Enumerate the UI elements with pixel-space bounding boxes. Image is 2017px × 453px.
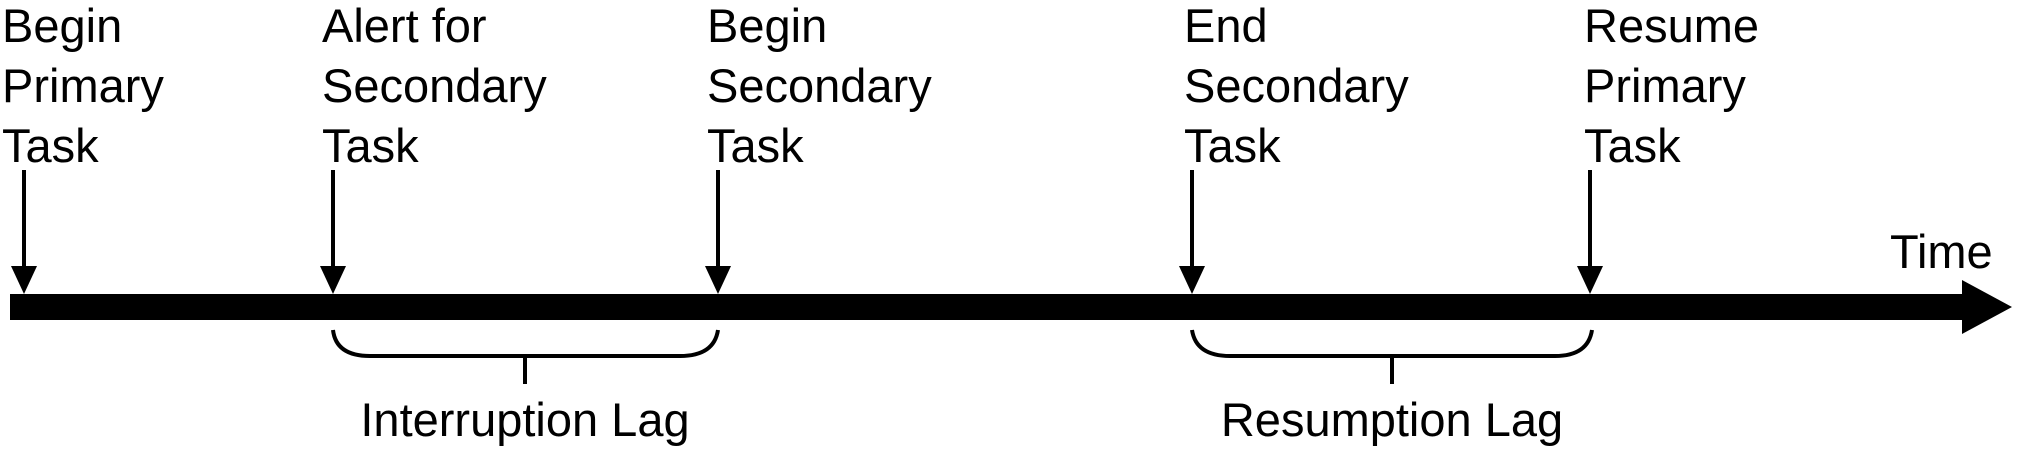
event-marker-begin-primary-task: Begin Primary Task (2, 0, 177, 294)
event-label-line: Secondary (1184, 59, 1409, 112)
event-arrow-head (320, 266, 346, 294)
interval-label: Interruption Lag (360, 393, 689, 446)
event-marker-begin-secondary-task: Begin Secondary Task (705, 0, 945, 294)
event-arrow-head (1577, 266, 1603, 294)
time-axis-label: Time (1890, 225, 1993, 278)
event-label-line: Task (2, 119, 99, 172)
event-label: Begin Primary Task (2, 0, 177, 172)
event-label-line: Begin (2, 0, 122, 52)
event-marker-alert-for-secondary-task: Alert for Secondary Task (320, 0, 560, 294)
event-label-line: Secondary (322, 59, 547, 112)
event-marker-resume-primary-task: Resume Primary Task (1577, 0, 1772, 294)
event-label: End Secondary Task (1184, 0, 1422, 172)
event-label-line: Secondary (707, 59, 932, 112)
time-axis-bar (10, 294, 1970, 320)
interval-brace (331, 329, 720, 358)
time-axis-arrowhead (1962, 280, 2012, 334)
interval-brace (1190, 329, 1594, 358)
event-label-line: Primary (1584, 59, 1746, 112)
interval-resumption-lag: Resumption Lag (1190, 329, 1594, 446)
event-label-line: Task (1184, 119, 1281, 172)
event-label-line: Alert for (322, 0, 487, 52)
event-arrow-head (705, 266, 731, 294)
interval-interruption-lag: Interruption Lag (331, 329, 720, 446)
event-label-line: End (1184, 0, 1268, 52)
event-label: Alert for Secondary Task (322, 0, 560, 172)
event-label-line: Resume (1584, 0, 1759, 52)
event-label-line: Task (322, 119, 419, 172)
event-label: Begin Secondary Task (707, 0, 945, 172)
event-marker-end-secondary-task: End Secondary Task (1179, 0, 1422, 294)
event-label-line: Task (707, 119, 804, 172)
event-label-line: Begin (707, 0, 827, 52)
event-label-line: Primary (2, 59, 164, 112)
interval-label: Resumption Lag (1221, 393, 1563, 446)
event-arrow-head (11, 266, 37, 294)
event-label-line: Task (1584, 119, 1681, 172)
event-label: Resume Primary Task (1584, 0, 1772, 172)
event-arrow-head (1179, 266, 1205, 294)
